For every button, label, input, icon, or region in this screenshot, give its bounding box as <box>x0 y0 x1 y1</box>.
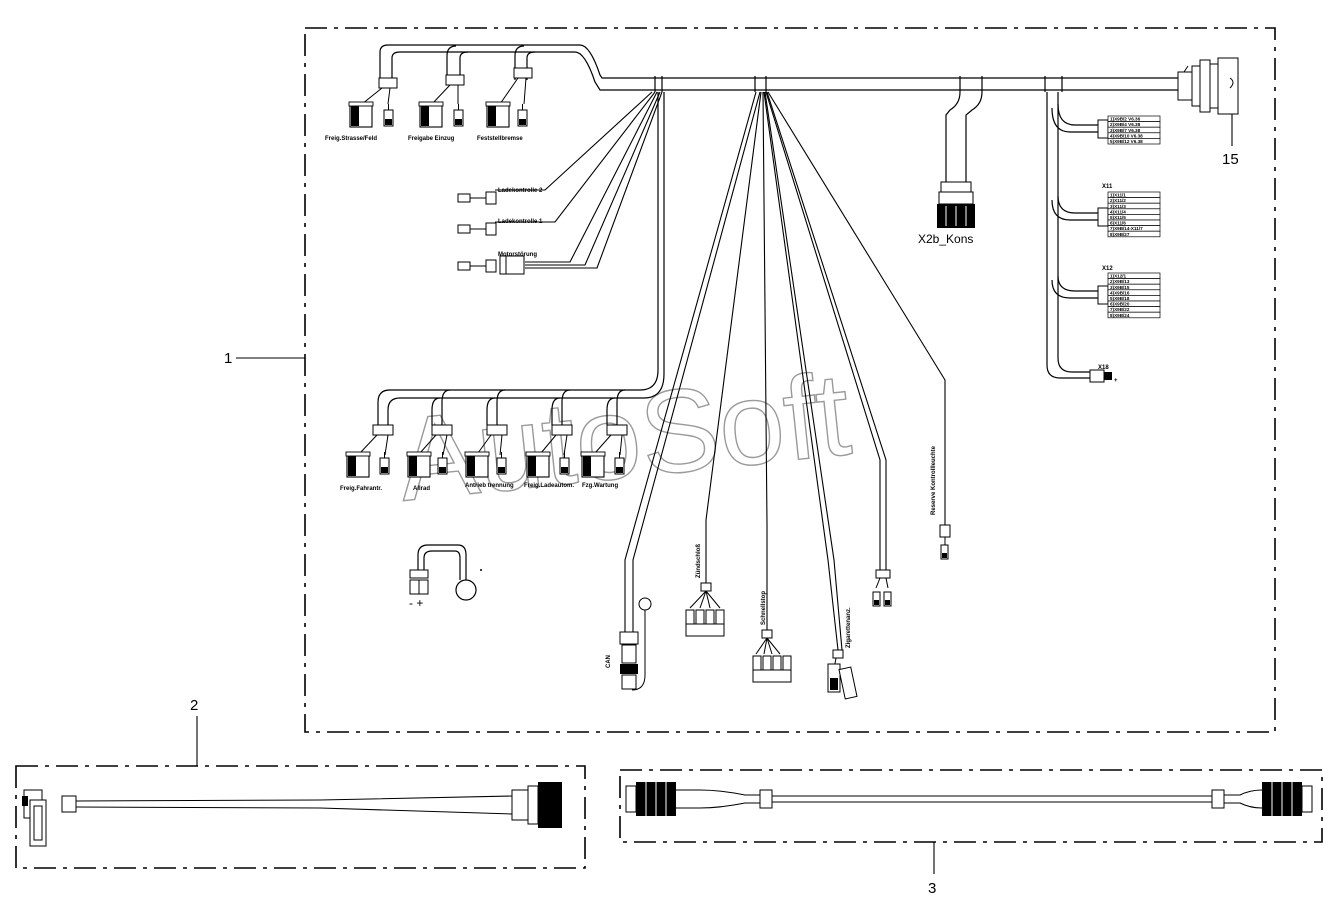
terminal-row-label: 2)X11/2 <box>1110 198 1126 203</box>
side-plug-3 <box>457 255 525 275</box>
main-frame <box>304 27 1276 733</box>
fanout-wires <box>624 91 946 651</box>
terminal-row-label: 8)X9B/24 <box>1110 313 1130 318</box>
terminal-row-box <box>1107 311 1161 319</box>
terminal-row-label: 3)X11/3 <box>1110 204 1126 209</box>
top-switch-2 <box>418 74 465 128</box>
bottom-switch-3 <box>464 424 508 478</box>
side-plug-label-2: Ladekontrolle 1 <box>498 219 543 225</box>
terminal-row-label: 2)X9B/13 <box>1110 279 1130 284</box>
side-plug-2 <box>457 222 497 236</box>
terminal-row-label: 4)X9B/16 <box>1110 290 1130 295</box>
cable-2 <box>22 782 562 847</box>
watermark-text: AutoSoft <box>392 348 856 527</box>
schnellstop-connector <box>752 629 792 683</box>
x2b-label: X2b_Kons <box>918 232 973 246</box>
bottom-switch-5 <box>580 424 628 478</box>
terminal-plug-3 <box>1097 285 1109 305</box>
terminal-row-label: 5)X11/5 <box>1110 215 1126 220</box>
zuendschloss-connector <box>685 582 725 637</box>
callout-3: 3 <box>928 880 936 897</box>
top-switch-3 <box>485 67 533 128</box>
x2b-connector <box>937 91 983 228</box>
terminal-row-label: 3)X9B/15 <box>1110 285 1130 290</box>
terminal-row-label: 4)X9B/10 V6.38 <box>1110 133 1143 138</box>
frame-3 <box>619 769 1323 843</box>
terminal-row-label: 7)X9B/22 <box>1110 307 1130 312</box>
zigarette-connector <box>827 649 858 700</box>
can-connector <box>619 597 652 691</box>
callout-2: 2 <box>190 697 198 714</box>
terminal-row-box <box>1107 138 1161 145</box>
main-trunk <box>379 44 1180 92</box>
reserve-connector <box>939 524 951 560</box>
side-plug-label-3: Motorstörung <box>498 252 537 258</box>
terminal-plug-2 <box>1097 207 1109 227</box>
round-connector-15 <box>1177 57 1239 115</box>
bottom-switch-2 <box>406 424 453 478</box>
right-branch <box>1046 92 1100 379</box>
terminal-row-label: 6)X11/6 <box>1110 221 1126 226</box>
bottom-switch-label-4: Freig.Ladeautom. <box>524 483 574 489</box>
callout-15: 15 <box>1222 151 1239 168</box>
bottom-switch-label-3: Antrieb trennung <box>465 483 514 489</box>
terminal-row-label: 5)X9B/12 V6.38 <box>1110 139 1143 144</box>
terminal-row-label: 1)X11/1 <box>1110 193 1126 198</box>
terminal-row-label: 5)X9B/18 <box>1110 296 1130 301</box>
terminal-row-box <box>1107 230 1161 238</box>
terminal-row-label: 1)X12/1 <box>1110 274 1127 279</box>
bottom-switch-label-1: Freig.Fahrantr. <box>340 486 382 492</box>
can-label: CAN <box>606 655 612 668</box>
terminal-block-title-3: X12 <box>1102 266 1113 272</box>
callout-1: 1 <box>224 350 232 367</box>
terminal-row-label: 7)X9B/14-X11/7 <box>1110 226 1143 231</box>
terminal-block-title-2: X11 <box>1102 184 1113 190</box>
twin-plug-connector <box>872 569 892 607</box>
terminal-row-label: 2)X9B/4 V6.38 <box>1110 122 1141 127</box>
side-plug-1 <box>457 191 497 205</box>
terminal-row-label: 1)X9B/2 V6.36 <box>1110 117 1141 122</box>
frame-2 <box>15 765 586 869</box>
terminal-row-label: 8)X9B/27 <box>1110 232 1130 237</box>
bottom-switch-1 <box>345 424 394 478</box>
cable-3 <box>625 782 1313 816</box>
reserve-label: Reserve Kontrollleuchte <box>931 445 937 515</box>
terminal-row-label: 3)X9B/7 V6.38 <box>1110 128 1141 133</box>
zuendschloss-label: Zündschloß <box>696 544 702 578</box>
side-plug-wires <box>495 91 663 269</box>
terminal-block-3: 1)X12/12)X9B/133)X9B/154)X9B/165)X9B/186… <box>1107 272 1161 319</box>
x18-label: X18 <box>1098 365 1109 371</box>
plus-minus-label: - + <box>409 596 423 610</box>
bottom-switch-label-2: Allrad <box>413 486 430 492</box>
side-plug-label-1: Ladekontrolle 2 <box>498 188 543 194</box>
svg-text:+: + <box>1114 378 1118 384</box>
sensor-part <box>409 544 482 601</box>
lower-trunk <box>377 92 665 425</box>
terminal-block-1: 1)X9B/2 V6.362)X9B/4 V6.383)X9B/7 V6.384… <box>1107 115 1161 145</box>
terminal-block-2: 1)X11/12)X11/23)X11/34)X11/45)X11/56)X11… <box>1107 191 1161 238</box>
top-switch-label-3: Feststellbremse <box>477 136 523 142</box>
zigarette-label: Zigarettenanz. <box>846 607 852 648</box>
top-switch-label-2: Freigabe Einzug <box>408 136 455 142</box>
terminal-plug-1 <box>1097 119 1109 139</box>
top-switch-label-1: Freig.Strasse/Feld <box>325 136 377 142</box>
top-switch-1 <box>348 77 398 128</box>
schnellstop-label: Schnellstop <box>761 591 767 625</box>
x18-plug: + <box>1089 369 1118 384</box>
bottom-switch-4 <box>525 424 573 478</box>
bottom-switch-label-5: Fzg.Wartung <box>582 483 618 489</box>
terminal-row-label: 6)X9B/20 <box>1110 302 1130 307</box>
terminal-row-label: 4)X11/4 <box>1110 209 1126 214</box>
